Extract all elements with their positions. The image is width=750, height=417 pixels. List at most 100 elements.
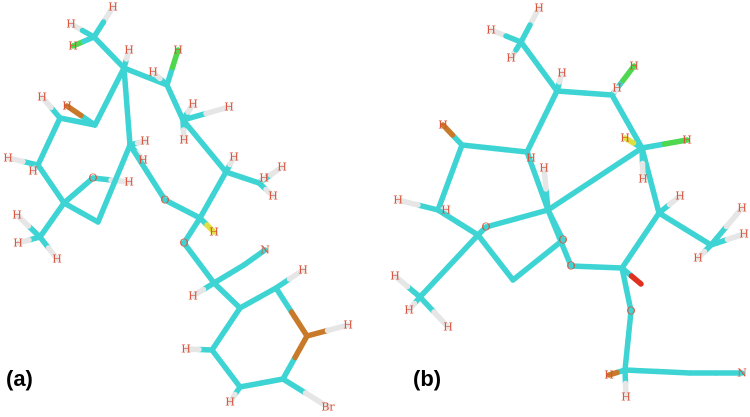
bond-a-50-0 [304, 327, 331, 339]
atom-label-a-h1: H [108, 1, 118, 14]
bond-a-52-1 [183, 346, 202, 353]
bond-a-51-1 [209, 326, 229, 353]
atom-label-a-h9: H [229, 151, 239, 164]
bond-a-53-1 [223, 365, 243, 390]
bond-a-44-0 [211, 271, 232, 286]
bond-a-3-1 [106, 49, 127, 71]
atom-label-b-o5: O [626, 305, 635, 318]
bond-b-24-1 [435, 174, 453, 213]
bond-b-30-1 [492, 254, 516, 283]
bond-a-13-1 [239, 174, 262, 186]
bond-b-21-1 [541, 165, 549, 192]
bond-b-37-0 [545, 207, 563, 241]
bond-b-36-0 [417, 294, 437, 315]
bond-a-11-1 [201, 143, 229, 175]
atom-label-b-h23: H [621, 391, 631, 404]
bond-a-10-1 [203, 104, 232, 117]
bond-a-57-1 [302, 390, 331, 410]
atom-label-b-h19: H [390, 270, 400, 283]
bond-b-3-1 [536, 63, 560, 94]
bond-b-45-0 [622, 367, 661, 375]
bond-a-47-1 [255, 285, 279, 301]
bond-a-4-1 [123, 47, 132, 62]
bond-a-46-0 [211, 280, 230, 299]
atom-label-a-h28: H [181, 343, 191, 356]
bond-b-22-1 [459, 142, 498, 152]
bond-a-55-0 [237, 380, 265, 390]
bond-a-17-1 [180, 127, 187, 143]
bond-b-15-0 [708, 236, 731, 248]
bond-a-19-1 [134, 138, 148, 146]
bond-a-28-0 [35, 162, 54, 187]
atom-label-b-h1: H [534, 2, 544, 15]
bond-b-29-0 [483, 215, 520, 230]
atom-label-a-h4: H [124, 44, 134, 57]
bond-a-11-0 [180, 117, 208, 149]
bond-a-23-0 [74, 118, 98, 128]
bond-b-37-1 [556, 235, 574, 269]
atom-label-b-o3: O [566, 260, 575, 273]
bond-b-30-0 [475, 232, 499, 261]
bond-a-55-1 [258, 376, 286, 386]
atom-label-a-br1: Br [321, 401, 335, 414]
atom-label-b-h20: H [404, 304, 414, 317]
bond-a-40-1 [204, 222, 217, 235]
atom-label-a-h10: H [277, 161, 287, 174]
bond-a-38-0 [162, 197, 186, 212]
atom-label-a-h14: H [140, 135, 150, 148]
bond-a-54-1 [227, 391, 238, 405]
bond-a-21-1 [92, 93, 113, 128]
bond-b-40-1 [628, 273, 644, 287]
atom-label-b-h16: H [438, 119, 448, 132]
bond-b-38-0 [568, 263, 600, 270]
bond-b-9-0 [639, 141, 668, 151]
bond-b-6-1 [620, 63, 637, 84]
bond-b-13-0 [656, 210, 688, 232]
atom-label-a-h19: H [28, 165, 38, 178]
bond-b-36-1 [431, 309, 451, 330]
bond-a-37-1 [144, 169, 168, 203]
bond-b-41-0 [619, 265, 630, 293]
bond-b-42-0 [625, 308, 634, 344]
atom-label-b-h5: H [629, 60, 639, 73]
bond-b-7-1 [611, 85, 620, 95]
bond-a-3-0 [91, 34, 112, 56]
bond-a-44-1 [226, 262, 247, 277]
bond-b-8-0 [609, 92, 630, 125]
bond-b-29-1 [514, 207, 551, 222]
atom-label-b-h10: H [737, 202, 747, 215]
bond-b-13-1 [682, 226, 714, 248]
bond-a-49-1 [288, 309, 310, 339]
bond-b-35-1 [406, 300, 418, 313]
bond-b-23-1 [440, 122, 456, 138]
bond-a-5-0 [121, 65, 149, 80]
atom-label-a-h17: H [37, 91, 47, 104]
bond-b-27-0 [435, 207, 461, 226]
bond-a-29-1 [75, 175, 96, 194]
bond-b-38-1 [593, 264, 625, 271]
atom-label-b-h7: H [682, 134, 692, 147]
atom-label-a-h6: H [173, 44, 183, 57]
bond-b-43-1 [606, 369, 620, 378]
bond-b-41-1 [623, 286, 634, 314]
bond-b-34-1 [392, 273, 411, 290]
molecule-a-bonds [5, 4, 351, 410]
bond-a-14-1 [267, 164, 285, 178]
bond-a-51-0 [223, 305, 243, 332]
bond-a-0-1 [91, 19, 107, 40]
bond-a-42-0 [181, 240, 202, 266]
bond-a-10-0 [180, 110, 209, 123]
bond-b-45-1 [654, 368, 693, 376]
bond-b-9-1 [661, 137, 690, 147]
atom-label-b-h18: H [441, 204, 451, 217]
bond-a-33-0 [49, 200, 67, 223]
atom-label-b-h21: H [443, 321, 453, 334]
atom-label-b-h4: H [557, 67, 567, 80]
atom-label-a-n1: N [260, 244, 270, 257]
bond-a-25-0 [46, 115, 63, 145]
bond-a-7-1 [169, 47, 181, 71]
atom-label-b-h3: H [506, 52, 516, 65]
